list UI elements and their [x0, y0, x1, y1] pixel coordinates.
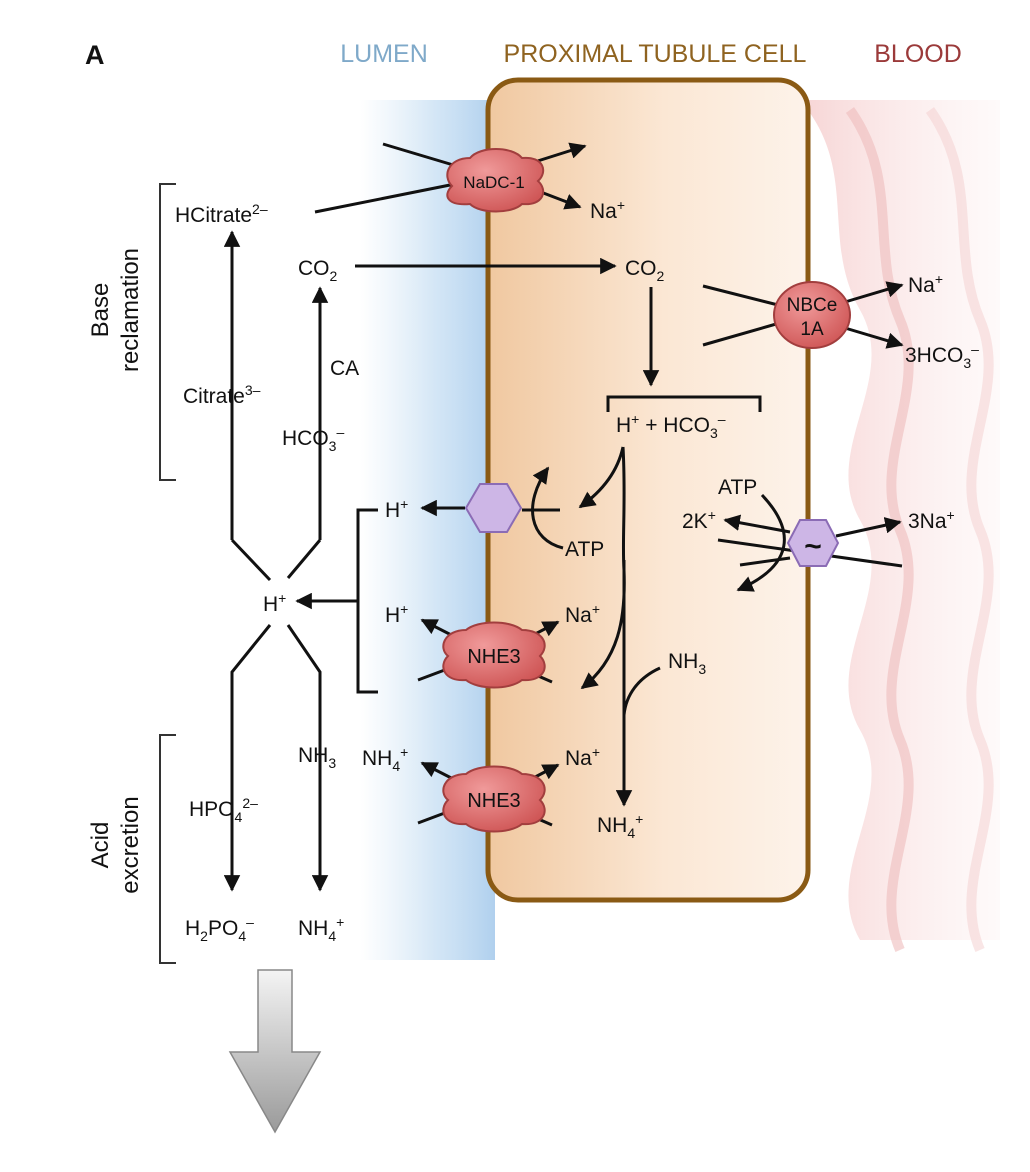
3na-label: 3Na+ [908, 507, 955, 533]
nhe3-top-label: NHE3 [467, 646, 520, 668]
nadc-1-transporter: NaDC-1 [446, 148, 545, 213]
nh3-join-line [622, 666, 661, 716]
h2po4-label: H2PO4– [185, 914, 254, 944]
nhe3-bottom-transporter: NHE3 [442, 765, 546, 833]
nbce-na-arrow [844, 281, 904, 304]
na-k-atpase-pump: ~ [786, 519, 840, 567]
h-atpase-pump [464, 483, 523, 533]
nak-k-arrow [723, 514, 791, 534]
carbonic-anhydrase-label: CA [330, 357, 359, 380]
hco3-blood-label: 3HCO3– [905, 341, 979, 371]
na-nbce-label: Na+ [908, 271, 943, 297]
base-label-line1: Base [87, 283, 114, 338]
atp-pump-label: ATP [565, 538, 604, 561]
co2-lumen-label: CO2 [298, 257, 338, 284]
nbce-label-line2: 1A [800, 319, 824, 340]
nh3-lumen-label: NH3 [298, 744, 336, 771]
nak-na-arrow [835, 517, 902, 538]
nak-atp-curve [736, 493, 786, 592]
lumen-header: LUMEN [340, 40, 428, 68]
nadc-label: NaDC-1 [463, 173, 524, 192]
nadc-citrate-in-line [314, 179, 471, 214]
h-hco3-link [286, 539, 322, 579]
nh4-lumen-nhe-label: NH4+ [362, 744, 408, 774]
blood-header: BLOOD [874, 40, 962, 68]
h-center-label: H+ [263, 590, 286, 616]
h-to-pump-arrow [578, 446, 625, 509]
h-nhe-label: H+ [385, 601, 408, 627]
nbce-hco3-arrow [844, 326, 904, 349]
base-reclamation-bracket [159, 183, 176, 481]
atp-naK-label: ATP [718, 476, 757, 499]
hcitrate-label: HCitrate2– [175, 201, 268, 227]
acid-label-line1: Acid [87, 822, 114, 869]
acid-label-line2: excretion [117, 796, 144, 893]
hpo4-label: HPO42– [189, 795, 258, 825]
excretion-arrow [228, 969, 322, 1134]
nak-line-2 [739, 556, 791, 567]
na-nhe-top-label: Na+ [565, 601, 600, 627]
blood-wave [925, 107, 994, 952]
h-hco3-bracket [606, 395, 762, 412]
nbce-label-line1: NBCe [787, 295, 838, 316]
nh3-trapping-arrow [286, 624, 329, 892]
nbce1a-transporter: NBCe 1A [773, 281, 851, 349]
na-nadc-label: Na+ [590, 197, 625, 223]
h-citrate-link [230, 538, 272, 582]
co2-cell-label: CO2 [625, 257, 665, 284]
h-plus-hco3-label: H+ + HCO3– [616, 411, 726, 441]
acid-excretion-bracket [159, 734, 176, 964]
cell-header: PROXIMAL TUBULE CELL [504, 40, 807, 68]
panel-label: A [85, 40, 105, 70]
pump-atp-curve [531, 466, 564, 550]
hco3-lumen-label: HCO3– [282, 424, 344, 454]
nhe3-top-transporter: NHE3 [442, 621, 546, 689]
nh4-cell-label: NH4+ [597, 811, 643, 841]
h-pump-label: H+ [385, 496, 408, 522]
nh4-excreted-label: NH4+ [298, 914, 344, 944]
nh3-cell-label: NH3 [668, 650, 706, 677]
nhe3-bottom-label: NHE3 [467, 790, 520, 812]
2k-label: 2K+ [682, 507, 716, 533]
na-nhe-bottom-label: Na+ [565, 744, 600, 770]
citrate-label: Citrate3– [183, 382, 261, 408]
lumen-region [360, 100, 495, 960]
base-label-line2: reclamation [117, 248, 144, 372]
hpo4-titration-arrow [223, 624, 272, 892]
pump-symbol: ~ [804, 530, 822, 563]
